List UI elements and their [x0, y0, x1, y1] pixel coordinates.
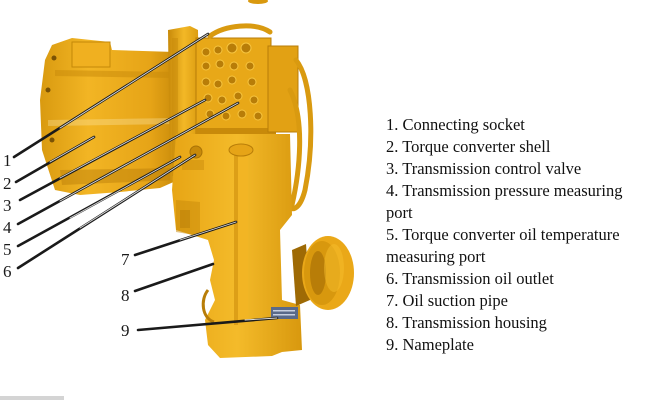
torque-converter-shell	[40, 38, 178, 195]
legend-item-transmission-housing: 8. Transmission housing	[386, 313, 547, 332]
leader-lines	[12, 32, 279, 332]
transmission-control-valve	[195, 37, 299, 136]
callout-number-9: 9	[121, 321, 130, 340]
callout-number-2: 2	[3, 174, 12, 193]
oil-suction-pipe	[228, 143, 254, 325]
parts-legend: 1. Connecting socket 2. Torque converter…	[386, 114, 671, 356]
callout-number-4: 4	[3, 218, 12, 237]
legend-item-oil-temperature-port: 5. Torque converter oil temperature meas…	[386, 225, 620, 266]
hydraulic-hoses	[207, 23, 314, 212]
legend-item-nameplate: 9. Nameplate	[386, 335, 474, 354]
callout-number-6: 6	[3, 262, 12, 281]
callout-number-7: 7	[121, 250, 130, 269]
legend-item-connecting-socket: 1. Connecting socket	[386, 115, 525, 134]
legend-item-torque-converter-shell: 2. Torque converter shell	[386, 137, 551, 156]
output-flange	[292, 236, 354, 310]
legend-item-oil-suction-pipe: 7. Oil suction pipe	[386, 291, 508, 310]
legend-item-transmission-pressure-port: 4. Transmission pressure measuring port	[386, 181, 623, 222]
legend-item-transmission-oil-outlet: 6. Transmission oil outlet	[386, 269, 554, 288]
callout-number-3: 3	[3, 196, 12, 215]
legend-item-transmission-control-valve: 3. Transmission control valve	[386, 159, 582, 178]
callout-number-5: 5	[3, 240, 12, 259]
top-fragment	[248, 0, 268, 4]
callout-number-8: 8	[121, 286, 130, 305]
bottom-scrollbar-fragment	[0, 396, 64, 400]
nameplate	[271, 307, 298, 319]
callout-number-1: 1	[3, 151, 12, 170]
